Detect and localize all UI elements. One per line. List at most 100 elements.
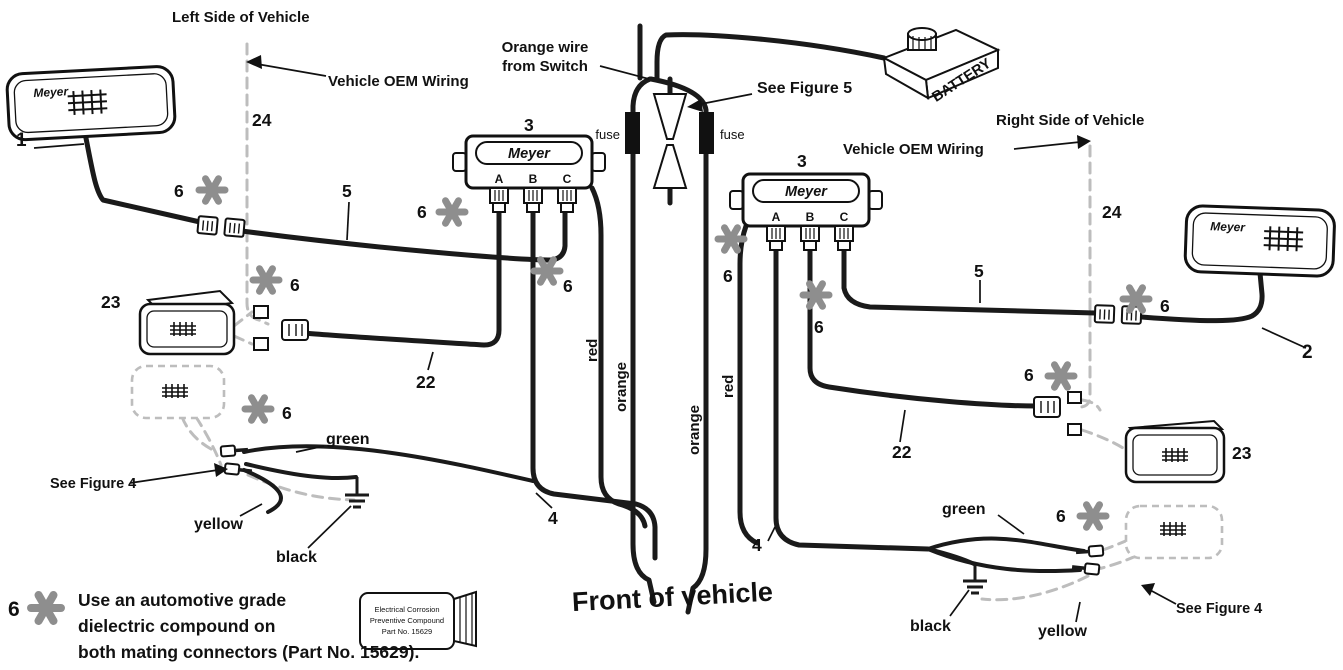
compound-tube-text-3: Part No. 15629 [382,627,432,636]
module-right: Meyer A B C [729,172,883,251]
module-right-terminal-c-label: C [840,210,849,224]
label-left-side: Left Side of Vehicle [172,9,310,26]
label-oem-wiring-right: Vehicle OEM Wiring [843,141,984,158]
wire-label-orange-right: orange [686,405,703,455]
wire-green-left [242,444,535,483]
label-orange-wire-1: Orange wire [502,39,589,56]
oem-dash-left-marker2 [194,415,223,467]
battery-front [882,56,930,100]
headlamp-right: Meyer [1183,204,1336,278]
headlamp-left-bezel [13,73,169,134]
label-oem-wiring-left: Vehicle OEM Wiring [328,73,469,90]
marker-light-right-body [1124,504,1224,560]
label-right-side: Right Side of Vehicle [996,112,1144,129]
center-connector-top [652,93,688,140]
callout-6: 6 [174,181,184,201]
headlamp-right-body [1183,204,1336,278]
oem-dash-left-stub2 [232,334,254,346]
wire-label-yellow-left: yellow [194,516,243,533]
oem-dash-left-sweep [246,473,356,502]
note-line-1: Use an automotive grade [78,590,286,610]
wire-label-orange-left: orange [613,362,630,412]
wire-orange-right [648,76,709,615]
oem-dash-left-marker1 [180,415,213,451]
wire-label-yellow-right: yellow [1038,623,1087,640]
plow-light-right [1124,419,1226,484]
callout-24-left: 24 [252,110,272,130]
callout-6: 6 [282,403,292,423]
wire-black-right [926,547,976,566]
fuse-right [699,112,714,154]
callout-6: 6 [1160,296,1170,316]
callout-4-right: 4 [752,535,762,555]
callout-6: 6 [417,202,427,222]
plow-light-left-body [138,302,236,356]
note-line-2: dielectric compound on [78,616,275,636]
module-left-terminal-a-label: A [495,172,504,186]
wire-5-left-b [239,209,568,263]
compound-tube-crimp [453,590,477,648]
wire-5-left-a [81,125,203,225]
callout-2: 2 [1302,342,1313,363]
callout-5-right: 5 [974,261,984,281]
callout-6: 6 [563,276,573,296]
oem-dash-right-vertical [1079,144,1092,409]
harness-wires [81,23,1265,615]
module-right-brand: Meyer [785,184,828,200]
label-see-figure4-right: See Figure 4 [1176,601,1262,617]
headlamp-left: Meyer [5,65,177,142]
wire-22-left [301,209,502,348]
oem-dash-right-sweep [980,574,1090,602]
callout-24-right: 24 [1102,202,1122,222]
plow-light-left-bezel [146,310,228,348]
oem-dash-left-stub1 [232,310,254,328]
arrow-see-figure5 [687,99,703,112]
center-connector [652,93,688,189]
wire-5-right-a [841,247,1098,316]
module-right-badge [752,179,860,203]
wire-red-left [589,185,648,529]
leader-lines [33,55,1307,623]
module-left: Meyer A B C [452,134,606,213]
wire-black-left [244,462,358,481]
callout-6: 6 [814,317,824,337]
label-see-figure4-left: See Figure 4 [50,476,136,492]
module-left-terminal-b-label: B [529,172,538,186]
wire-yellow-left [242,468,283,514]
fuse-left [625,112,640,154]
label-orange-wire-2: from Switch [502,58,588,75]
module-left-brand: Meyer [508,146,551,162]
headlamp-left-brand: Meyer [33,84,70,100]
center-connector-bottom [652,144,688,189]
marker-light-left [130,364,226,420]
wire-4-right [773,247,931,552]
note-marker-6: 6 [8,598,20,621]
wire-green-right [926,536,1086,553]
oem-dash-right-stub1 [1080,398,1102,412]
module-right-terminal-b-label: B [806,210,815,224]
compound-tube: Electrical Corrosion Preventive Compound… [359,590,477,650]
wire-label-black-left: black [276,549,317,566]
note-line-3: both mating connectors (Part No. 15629). [78,642,419,662]
arrow-see-figure4-left [214,463,228,477]
wire-label-red-left: red [584,339,601,362]
wire-label-green-right: green [942,501,986,518]
wire-label-black-right: black [910,618,951,635]
wire-5-right-b [1139,270,1265,324]
wire-battery [654,32,887,81]
module-left-terminal-c-label: C [563,172,572,186]
label-fuse-right: fuse [720,127,745,142]
callout-3-right: 3 [797,151,807,171]
oem-dash-right-stub2 [1080,428,1128,452]
headlamp-right-brand: Meyer [1210,219,1246,234]
callout-23-right: 23 [1232,443,1252,463]
module-left-badge [475,141,583,165]
module-left-pins [489,187,577,213]
callout-5-left: 5 [342,181,352,201]
compound-tube-text-2: Preventive Compound [370,616,444,625]
arrow-see-figure4-right [1141,583,1155,596]
wire-4-left [530,209,658,561]
wire-label-green-left: green [326,431,370,448]
